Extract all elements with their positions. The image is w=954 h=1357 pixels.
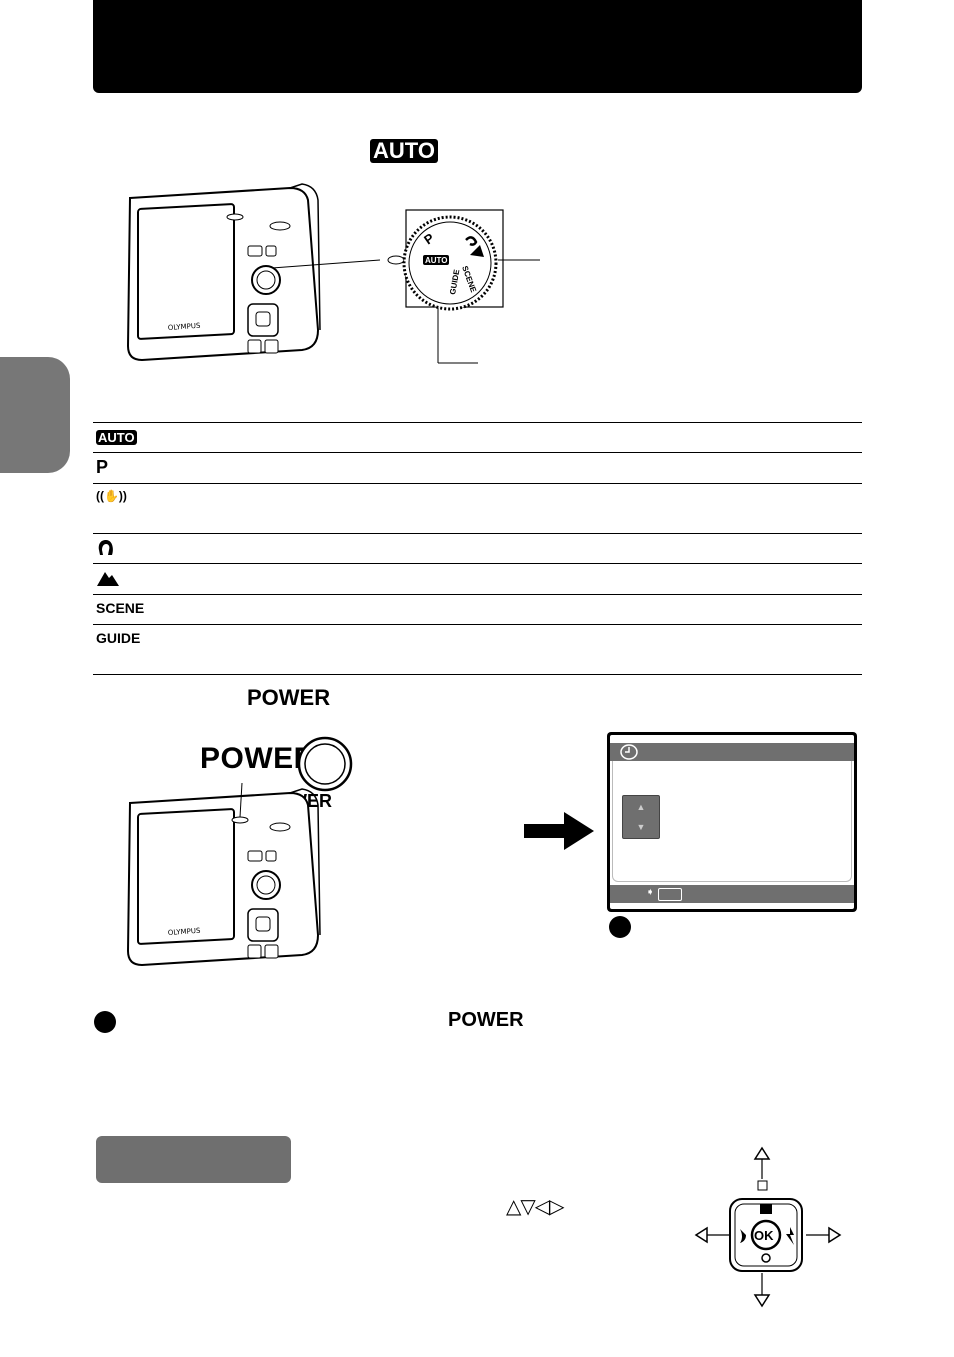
- lcd-screen-inner: ▲ ▼ ➧: [610, 735, 854, 909]
- table-row: GUIDE: [96, 630, 140, 646]
- ok-button-label: OK: [754, 1228, 774, 1243]
- auto-mode-badge: AUTO: [370, 139, 438, 163]
- arrow-pad-diagram: OK: [694, 1146, 842, 1308]
- program-icon: P: [96, 457, 109, 477]
- mode-dial-illustration: P AUTO GUIDE SCENE: [387, 209, 540, 364]
- chapter-side-tab: [0, 357, 70, 473]
- lcd-footer-arrow-icon: ➧: [646, 887, 655, 898]
- scene-icon: SCENE: [96, 600, 145, 616]
- table-rule: [93, 624, 862, 625]
- landscape-icon: [97, 572, 119, 586]
- table-rule: [93, 422, 862, 423]
- section2-power-heading: POWER: [247, 685, 331, 710]
- table-row: [96, 538, 116, 563]
- camera-brand-bottom: OLYMPUS: [168, 927, 202, 937]
- lcd-title-bar: [610, 743, 854, 761]
- table-rule: [93, 674, 862, 675]
- lcd-footer-bar: ➧: [610, 885, 854, 903]
- right-arrow-icon: [524, 812, 594, 850]
- lcd-content-area: [612, 761, 852, 882]
- note-bullet-icon: [94, 1011, 116, 1033]
- power-button-icon: [297, 736, 353, 792]
- table-rule: [93, 533, 862, 534]
- dis-hand-icon: ((✋)): [96, 489, 127, 503]
- auto-badge-icon: AUTO: [96, 430, 137, 445]
- camera-illustration-top: OLYMPUS: [126, 183, 381, 362]
- table-rule: [93, 563, 862, 564]
- page-header-bar: [93, 0, 862, 93]
- dial-label-auto: AUTO: [425, 256, 448, 265]
- table-rule: [93, 594, 862, 595]
- power-label-large: POWER: [200, 742, 316, 775]
- arrow-keys-inline: △▽◁▷: [506, 1196, 565, 1218]
- table-rule: [93, 452, 862, 453]
- table-row: [96, 569, 120, 592]
- table-row: AUTO: [96, 429, 137, 447]
- lcd-spinner[interactable]: ▲ ▼: [622, 795, 660, 839]
- table-row: SCENE: [96, 600, 144, 616]
- tip-label-box: [96, 1136, 291, 1183]
- table-row: ((✋)): [96, 489, 127, 503]
- spinner-down-icon[interactable]: ▼: [636, 822, 646, 832]
- dial-label-guide: GUIDE: [448, 268, 461, 295]
- camera-illustration-bottom: OLYMPUS: [126, 782, 321, 967]
- step-bullet-icon: [609, 916, 631, 938]
- section1-heading: AUTO: [370, 139, 438, 163]
- lcd-screen: ▲ ▼ ➧: [607, 732, 857, 912]
- camera-brand-top: OLYMPUS: [168, 322, 202, 332]
- guide-icon: GUIDE: [96, 630, 141, 646]
- portrait-icon: [98, 540, 113, 555]
- table-row: P: [96, 457, 108, 478]
- lcd-footer-key-icon: [658, 888, 682, 901]
- clock-icon: [620, 744, 638, 760]
- note-power-label: POWER: [448, 1009, 524, 1031]
- spinner-up-icon[interactable]: ▲: [636, 802, 646, 812]
- table-rule: [93, 483, 862, 484]
